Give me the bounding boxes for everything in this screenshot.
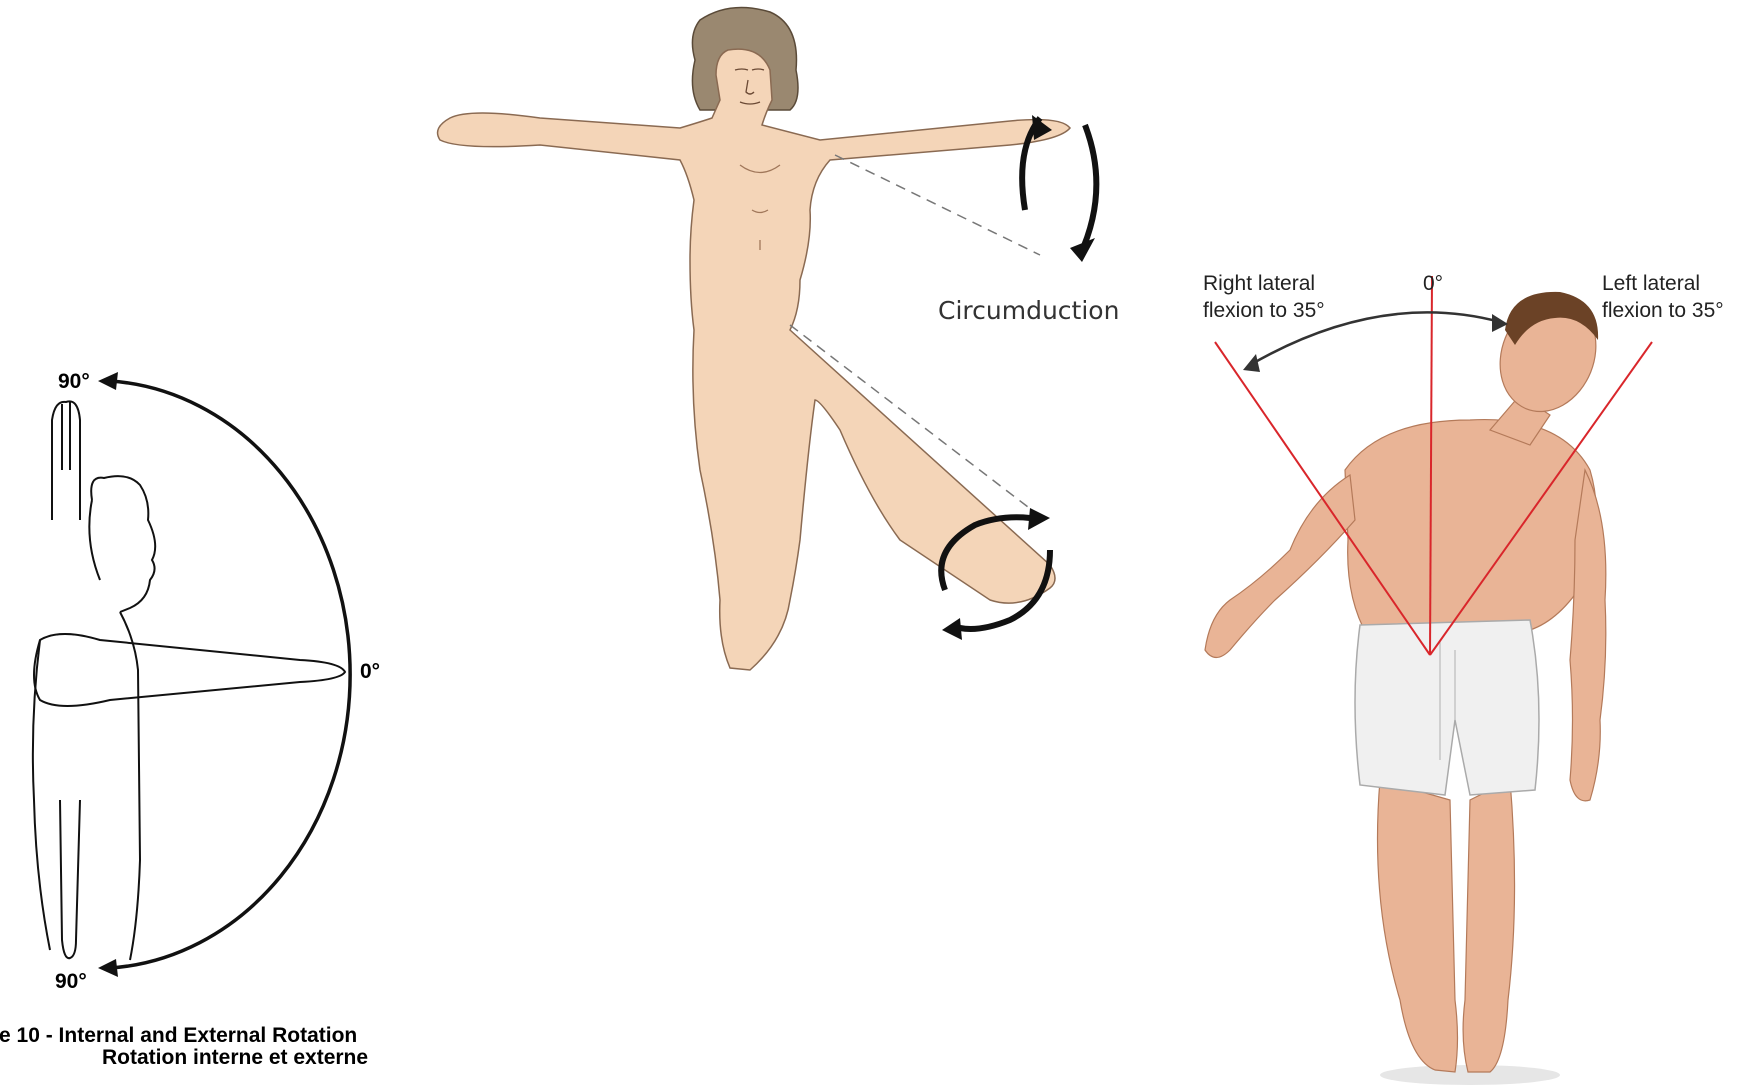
rotation-caption-line1: ure 10 - Internal and External Rotation <box>0 1024 357 1048</box>
horizontal-arm <box>34 634 345 706</box>
lowered-arm <box>60 800 80 958</box>
shorts <box>1355 620 1539 795</box>
rotation-degree-middle: 0° <box>360 660 380 684</box>
flexion-arrowhead-left-icon <box>1243 354 1260 372</box>
circumduction-label: Circumduction <box>938 296 1119 325</box>
rotation-degree-bottom: 90° <box>55 970 87 994</box>
torso <box>1345 420 1596 640</box>
legs <box>1378 780 1458 1072</box>
left-lateral-label-line1: Left lateral <box>1602 272 1700 296</box>
center-degree-label: 0° <box>1423 272 1443 296</box>
rotation-diagram <box>33 372 350 977</box>
right-lateral-label-line1: Right lateral <box>1203 272 1315 296</box>
rotation-caption-line2: Rotation interne et externe <box>102 1046 368 1070</box>
left-lateral-label-line2: flexion to 35° <box>1602 299 1724 323</box>
lateral-flexion-diagram <box>1205 276 1652 1085</box>
rotation-arc <box>110 381 350 968</box>
arrowhead-bottom-icon <box>98 959 118 977</box>
rotation-degree-top: 90° <box>58 370 90 394</box>
circumduction-diagram <box>438 8 1097 671</box>
guide-dashed-arm <box>835 155 1040 255</box>
circumduction-body <box>438 49 1070 670</box>
raised-arm <box>52 401 80 520</box>
arrowhead-top-icon <box>98 372 118 390</box>
right-arm <box>1205 475 1355 658</box>
right-lateral-label-line2: flexion to 35° <box>1203 299 1325 323</box>
head-outline <box>91 476 155 612</box>
